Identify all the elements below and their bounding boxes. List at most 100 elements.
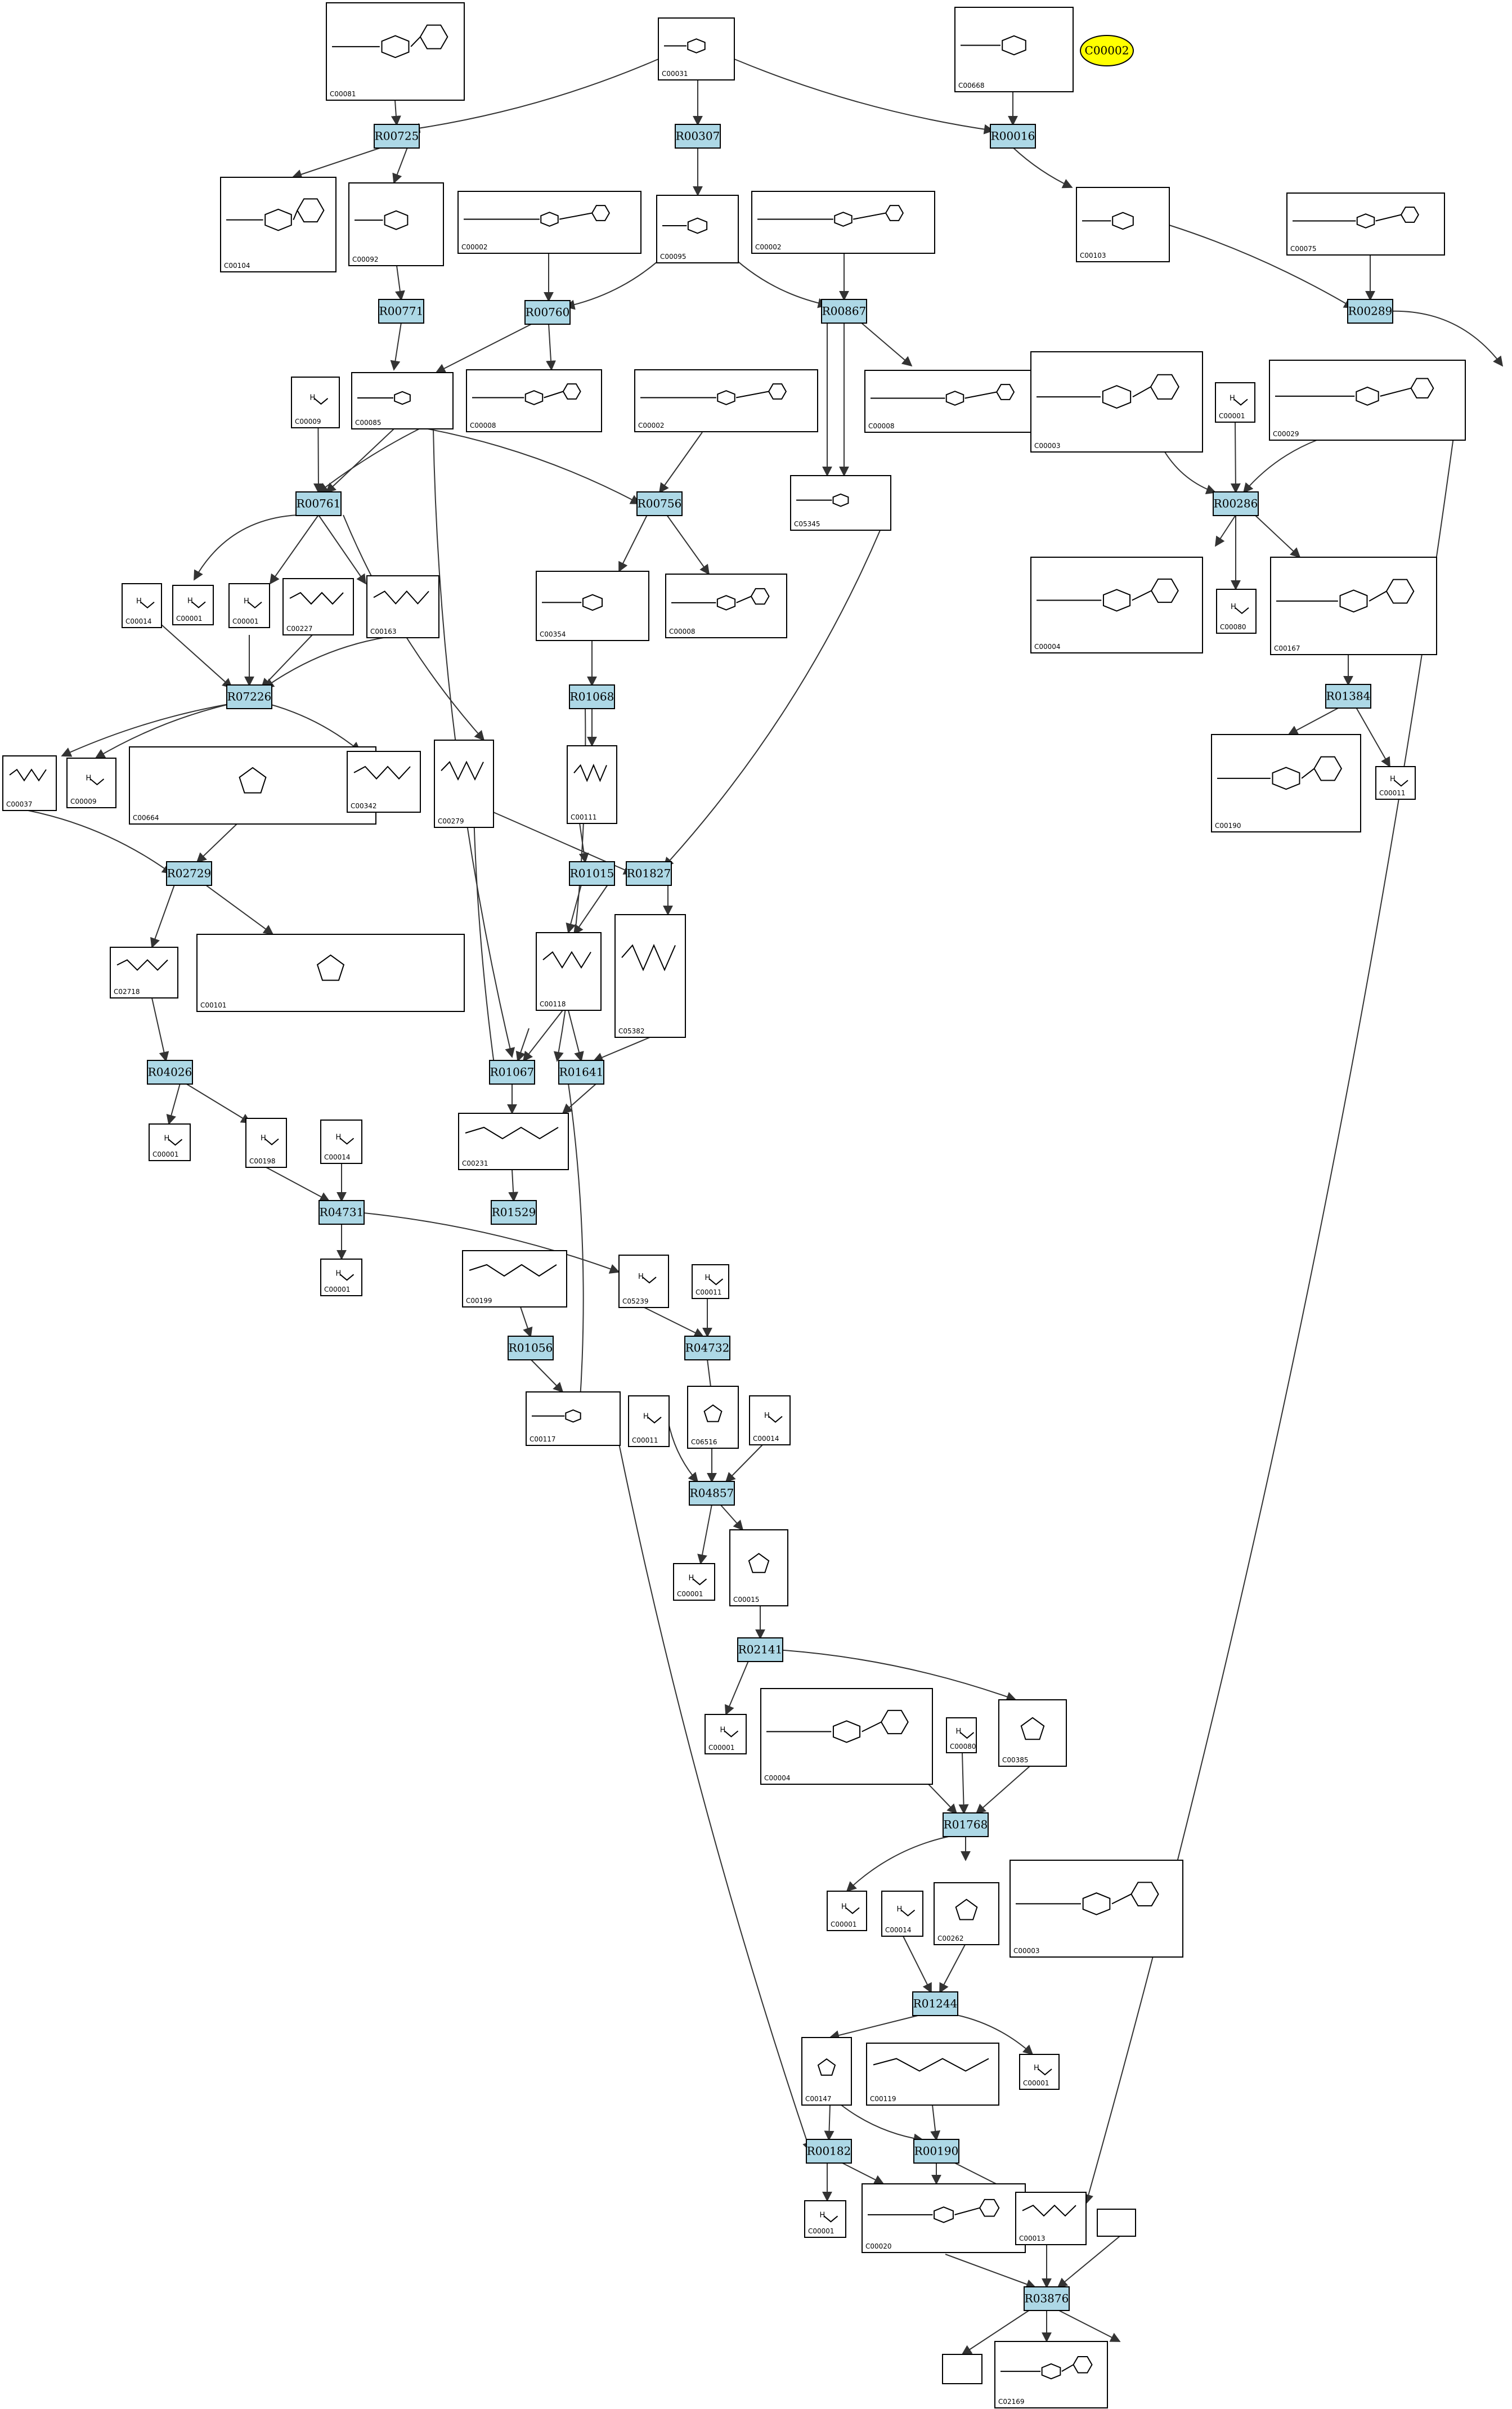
compound-node[interactable] — [942, 2354, 982, 2384]
reaction-node[interactable]: R01827 — [626, 861, 672, 886]
compound-node[interactable]: C00003 — [1010, 1860, 1183, 1958]
compound-node[interactable]: C00227 — [282, 578, 354, 635]
reaction-node[interactable]: R01244 — [912, 1991, 958, 2016]
highlight-node[interactable]: C00002 — [1080, 35, 1134, 66]
compound-node[interactable]: C00015 — [729, 1529, 788, 1606]
compound-node[interactable]: C00004 — [760, 1688, 933, 1785]
reaction-node[interactable]: R00289 — [1347, 299, 1393, 324]
compound-node[interactable]: C00104 — [220, 177, 337, 272]
reaction-node[interactable]: R04026 — [147, 1060, 193, 1085]
compound-node[interactable]: C00103 — [1076, 187, 1170, 262]
reaction-node[interactable]: R00307 — [675, 124, 721, 149]
reaction-node[interactable]: R02729 — [166, 861, 212, 886]
compound-node[interactable]: C06516 — [687, 1386, 739, 1449]
compound-node[interactable]: C00003 — [1030, 351, 1203, 453]
reaction-node[interactable]: R00771 — [378, 299, 424, 324]
compound-node[interactable]: C00020 — [862, 2183, 1026, 2253]
compound-node[interactable]: C02169 — [994, 2341, 1108, 2408]
compound-node[interactable]: C00002 — [634, 369, 818, 432]
compound-node[interactable] — [1097, 2209, 1136, 2237]
reaction-node[interactable]: R00760 — [524, 300, 571, 325]
reaction-node[interactable]: R01068 — [569, 684, 615, 709]
compound-node[interactable]: C00002 — [457, 191, 641, 254]
compound-node[interactable]: C00002 — [751, 191, 935, 254]
reaction-node[interactable]: R00761 — [295, 491, 342, 516]
reaction-node[interactable]: R01529 — [491, 1200, 537, 1225]
reaction-node[interactable]: R02141 — [737, 1637, 783, 1662]
reaction-node[interactable]: R04731 — [318, 1200, 365, 1225]
compound-node[interactable]: C00147 — [801, 2037, 852, 2106]
compound-node[interactable]: C00008 — [864, 370, 1046, 433]
compound-node[interactable]: C00167 — [1270, 557, 1437, 655]
reaction-node[interactable]: R00190 — [913, 2139, 959, 2164]
compound-node[interactable]: C00163 — [366, 575, 439, 638]
compound-node[interactable]: C00262 — [934, 1882, 999, 1945]
reaction-node[interactable]: R01384 — [1325, 684, 1371, 709]
compound-node[interactable]: C05345 — [790, 475, 891, 531]
compound-node[interactable]: C00119 — [866, 2043, 999, 2106]
compound-node[interactable]: C00081 — [326, 2, 465, 101]
reaction-node[interactable]: R00756 — [636, 491, 683, 516]
compound-node[interactable]: C00118 — [536, 932, 602, 1011]
compound-node[interactable]: C00190 — [1211, 734, 1361, 832]
reaction-node[interactable]: R07226 — [226, 684, 272, 709]
compound-node[interactable]: C00231 — [458, 1113, 569, 1170]
compound-node[interactable]: C00008 — [665, 574, 787, 638]
compound-node[interactable]: C00664 — [129, 746, 376, 825]
reaction-node[interactable]: R01015 — [569, 861, 615, 886]
compound-node[interactable]: C02718 — [110, 947, 178, 998]
compound-node[interactable]: C00354 — [536, 571, 649, 641]
reaction-node[interactable]: R04857 — [689, 1481, 735, 1506]
compound-node[interactable]: C00092 — [348, 182, 444, 266]
reaction-node[interactable]: R01056 — [508, 1336, 554, 1360]
compound-node[interactable]: C00199 — [462, 1250, 567, 1308]
compound-node[interactable]: C00668 — [954, 7, 1074, 92]
reaction-node[interactable]: R01067 — [489, 1060, 535, 1085]
reaction-node[interactable]: R00286 — [1213, 491, 1259, 516]
compound-node[interactable]: C00008 — [466, 369, 602, 432]
compound-node[interactable]: C00385 — [998, 1699, 1067, 1767]
reaction-node[interactable]: R00016 — [990, 124, 1036, 149]
reaction-node[interactable]: R01768 — [943, 1812, 989, 1837]
reaction-node[interactable]: R00182 — [806, 2139, 852, 2164]
compound-node[interactable]: C00013 — [1015, 2192, 1087, 2245]
compound-node[interactable]: C00004 — [1030, 557, 1203, 653]
compound-node[interactable]: C00095 — [656, 195, 739, 263]
reaction-node[interactable]: R03876 — [1024, 2286, 1070, 2311]
compound-node[interactable]: C00117 — [526, 1391, 621, 1446]
compound-node[interactable]: C00111 — [567, 745, 617, 824]
compound-node[interactable]: C00342 — [347, 751, 421, 813]
compound-node[interactable]: C00031 — [658, 17, 735, 80]
compound-node[interactable]: C00029 — [1269, 360, 1466, 441]
compound-node[interactable]: C00085 — [351, 372, 454, 429]
compound-node[interactable]: C00101 — [196, 934, 465, 1012]
compound-node[interactable]: C00279 — [434, 740, 494, 828]
reaction-node[interactable]: R00725 — [374, 124, 420, 149]
compound-node[interactable]: C05382 — [614, 914, 686, 1038]
compound-node[interactable]: C00037 — [2, 755, 57, 811]
compound-node[interactable]: C00075 — [1286, 192, 1445, 256]
reaction-node[interactable]: R01641 — [558, 1060, 604, 1085]
